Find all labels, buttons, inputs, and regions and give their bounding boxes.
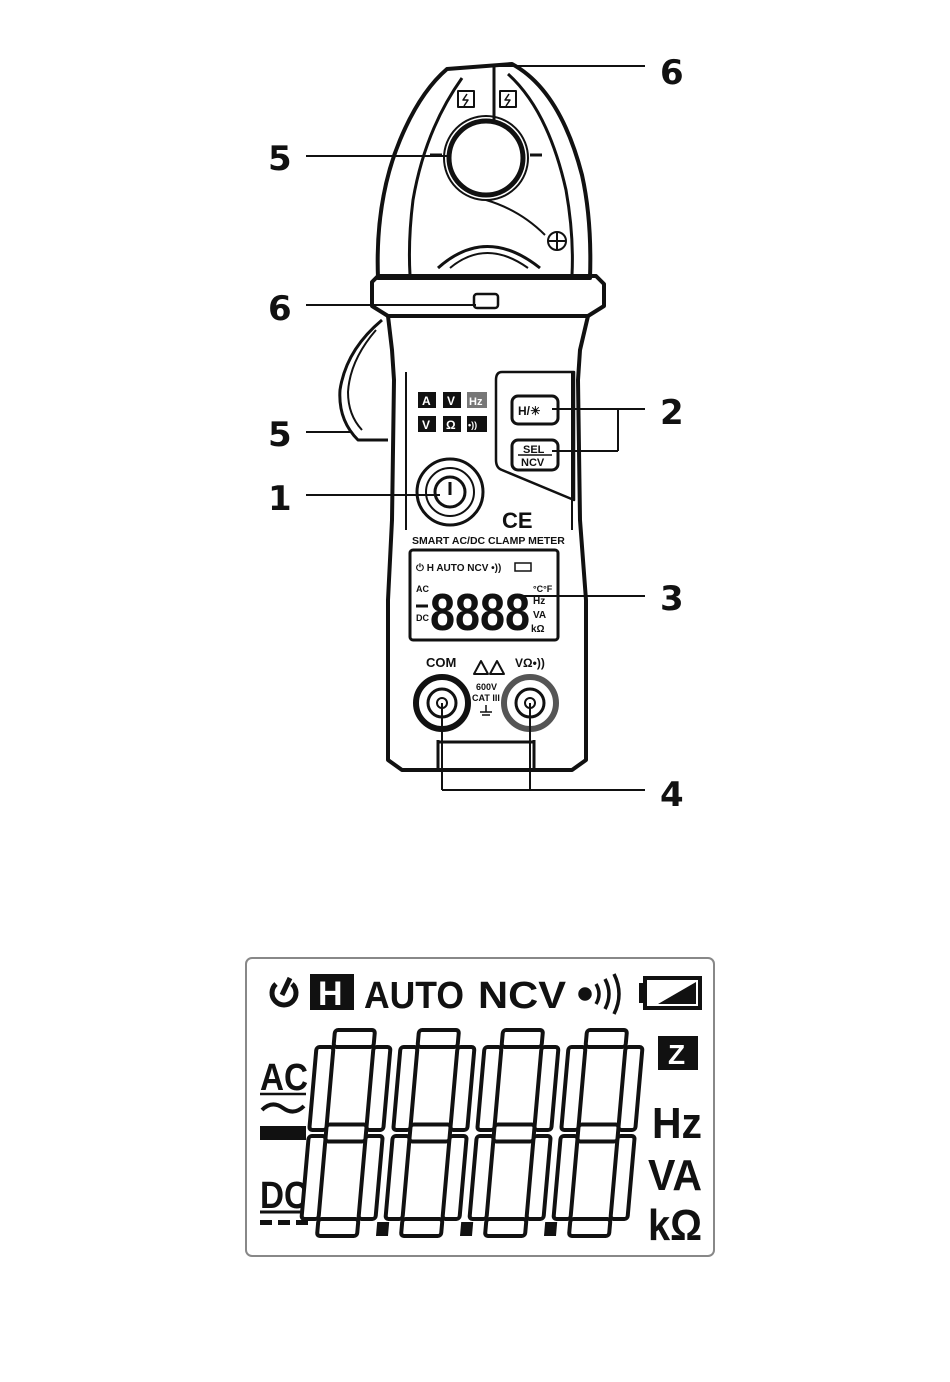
callout-5-lever: 5 — [268, 415, 292, 455]
lcd-segment — [385, 1136, 409, 1219]
hold-backlight-label: H/☀ — [518, 404, 541, 418]
side-lever — [340, 320, 388, 440]
hold-letter: H — [318, 975, 343, 1013]
decimal-point — [544, 1222, 557, 1236]
lcd-segment — [561, 1047, 585, 1130]
callout-1-power: 1 — [268, 479, 292, 519]
lcd-segment — [358, 1136, 382, 1219]
small-status-row: ⏻ H AUTO NCV •)) — [416, 562, 501, 574]
callout-6-trigger: 6 — [268, 289, 292, 329]
z-letter: Z — [668, 1039, 685, 1070]
seven-segment-digits — [300, 1030, 644, 1236]
lcd-auto: AUTO — [364, 975, 464, 1017]
collar — [372, 276, 604, 316]
lcd-segment — [325, 1125, 366, 1142]
v-ohm-label: VΩ•)) — [515, 656, 545, 670]
lcd-segment — [586, 1030, 627, 1047]
beeper-icon — [580, 974, 619, 1014]
svg-text:Hz: Hz — [469, 396, 483, 408]
lcd-segment — [366, 1047, 390, 1130]
small-unit-temp: °C°F — [533, 584, 553, 594]
rating-category: CAT III — [472, 693, 500, 703]
svg-text:V: V — [447, 394, 455, 408]
lcd-segment — [469, 1136, 493, 1219]
svg-text:Ω: Ω — [446, 418, 456, 432]
lcd-detail: H AUTO NCV AC DC Z Hz VA — [246, 958, 714, 1256]
lcd-segment — [401, 1219, 442, 1236]
lcd-segment — [553, 1136, 577, 1219]
callout-3-display: 3 — [660, 579, 684, 619]
ac-wave-icon — [262, 1104, 304, 1111]
lcd-ac: AC — [260, 1057, 308, 1099]
rating-voltage: 600V — [476, 682, 497, 692]
lcd-segment — [393, 1047, 417, 1130]
lcd-segment — [450, 1047, 474, 1130]
lcd-unit-va: VA — [648, 1151, 702, 1200]
lcd-segment — [502, 1030, 543, 1047]
sel-label: SEL — [523, 444, 545, 456]
lcd-unit-hz: Hz — [652, 1099, 702, 1148]
small-dc: DC — [416, 613, 429, 623]
small-digits: 8888 — [430, 584, 530, 642]
lightning-warning-icon — [458, 91, 474, 107]
svg-text:A: A — [422, 394, 431, 408]
small-unit-va: VA — [533, 610, 546, 621]
callout-5-jaw: 5 — [268, 139, 292, 179]
lcd-segment — [309, 1047, 333, 1130]
button-panel — [496, 372, 574, 500]
lcd-digit — [552, 1030, 644, 1236]
com-label: COM — [426, 655, 456, 670]
battery-icon — [639, 978, 700, 1008]
lcd-segment — [418, 1030, 459, 1047]
lcd-segment — [409, 1125, 450, 1142]
lcd-segment — [534, 1047, 558, 1130]
dc-dashes-icon — [260, 1220, 308, 1225]
lcd-segment — [493, 1125, 534, 1142]
negative-sign — [260, 1126, 306, 1140]
model-label: SMART AC/DC CLAMP METER — [412, 535, 565, 547]
svg-text:•)): •)) — [468, 420, 477, 430]
lcd-segment — [610, 1136, 634, 1219]
function-icon-grid: A V Hz V Ω •)) — [418, 392, 487, 432]
callout-6-top: 6 — [660, 53, 684, 93]
ncv-label: NCV — [521, 457, 545, 469]
lcd-segment — [442, 1136, 466, 1219]
small-unit-hz: Hz — [533, 596, 545, 607]
svg-text:V: V — [422, 418, 430, 432]
lcd-unit-kohm: kΩ — [648, 1201, 702, 1250]
decimal-point — [460, 1222, 473, 1236]
trigger-button — [474, 294, 498, 308]
lcd-segment — [618, 1047, 642, 1130]
lcd-segment — [477, 1047, 501, 1130]
lcd-segment — [301, 1136, 325, 1219]
lcd-segment — [485, 1219, 526, 1236]
small-unit-kohm: kΩ — [531, 624, 545, 635]
small-ac: AC — [416, 584, 429, 594]
lcd-segment — [317, 1219, 358, 1236]
lcd-segment — [526, 1136, 550, 1219]
power-icon — [272, 978, 296, 1005]
lcd-segment — [569, 1219, 610, 1236]
callout-2-buttons: 2 — [660, 393, 684, 433]
decimal-point — [376, 1222, 389, 1236]
caution-triangle-icon — [474, 661, 488, 674]
lightning-warning-icon — [500, 91, 516, 107]
caution-triangle-icon — [490, 661, 504, 674]
ce-mark: CE — [502, 508, 533, 533]
callout-4-jacks: 4 — [660, 775, 684, 815]
lcd-ncv: NCV — [478, 975, 567, 1017]
clamp-opening — [449, 121, 523, 195]
lcd-segment — [334, 1030, 375, 1047]
lcd-segment — [577, 1125, 618, 1142]
